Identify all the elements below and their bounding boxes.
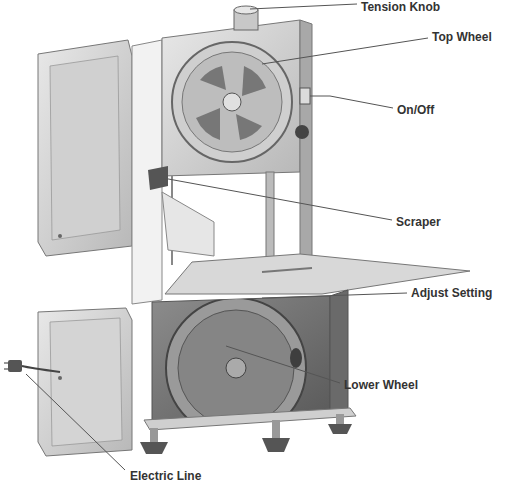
tension-knob	[234, 6, 258, 30]
electric-line	[4, 360, 60, 372]
part-label: On/Off	[397, 103, 434, 117]
base	[140, 408, 356, 454]
leader-lines	[26, 4, 428, 470]
part-label: Top Wheel	[432, 30, 492, 44]
lower-door	[38, 308, 132, 456]
part-label: Scraper	[396, 215, 441, 229]
part-label: Lower Wheel	[344, 378, 418, 392]
switch	[300, 88, 310, 104]
side-knob	[295, 125, 309, 139]
part-label: Electric Line	[130, 469, 201, 483]
upper-housing	[162, 20, 312, 262]
upper-door	[38, 40, 132, 256]
part-label: Adjust Setting	[411, 286, 492, 300]
blade-guide	[148, 166, 274, 268]
part-label: Tension Knob	[361, 0, 440, 14]
